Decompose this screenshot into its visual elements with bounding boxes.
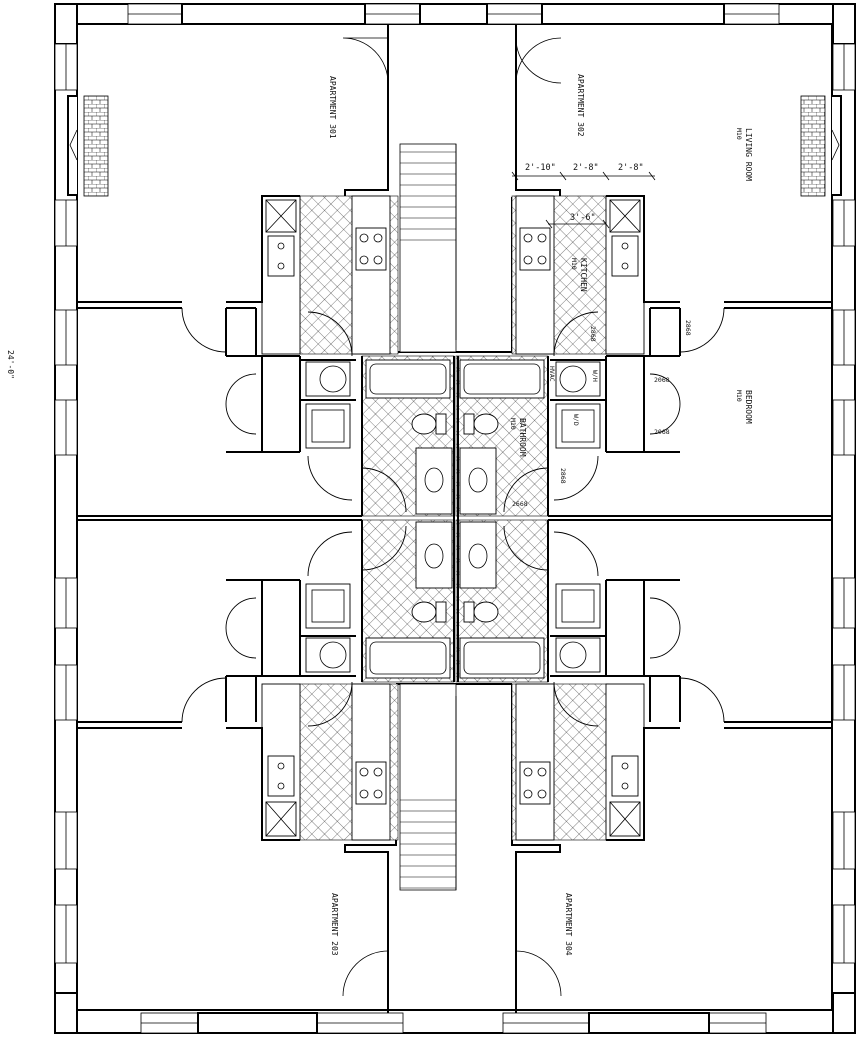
stair-core	[342, 24, 562, 1013]
dimension-seg-b: 2'-8"	[573, 163, 599, 173]
dimension-kitchen-width: 3'-6"	[570, 213, 596, 223]
label-apartment-203: APARTMENT 203	[330, 893, 339, 956]
fireplace-left	[67, 95, 109, 197]
label-apartment-301: APARTMENT 301	[328, 76, 337, 139]
label-bedroom: BEDROOM	[744, 390, 753, 424]
label-bathroom-code: M10	[509, 418, 517, 430]
windows-bottom	[140, 1012, 767, 1034]
dimension-side-note: 24'-0"	[6, 350, 15, 379]
label-bedroom-code: M10	[735, 390, 743, 402]
label-kitchen-code: M10	[570, 258, 578, 270]
windows-top	[127, 3, 780, 25]
fireplace-right	[800, 95, 842, 197]
label-living-room-code: M10	[735, 128, 743, 140]
door-tag-2: 2868	[684, 320, 692, 336]
door-tag-1: 2868	[589, 326, 597, 342]
dimension-line	[511, 171, 656, 229]
label-kitchen: KITCHEN	[579, 258, 588, 292]
bath-fixtures	[305, 359, 601, 679]
door-swings	[181, 307, 725, 727]
door-tag-6: 2668	[512, 500, 528, 508]
windows-sides	[54, 43, 856, 964]
label-apartment-302: APARTMENT 302	[576, 74, 585, 137]
dimension-seg-c: 2'-8"	[618, 163, 644, 173]
label-bathroom: BATHROOM	[518, 418, 527, 457]
label-living-room: LIVING ROOM	[744, 128, 753, 181]
label-water-heater: W/H	[591, 370, 599, 382]
kitchen-counters	[261, 195, 645, 841]
door-tag-4: 2068	[654, 428, 670, 436]
door-tag-3: 2068	[654, 376, 670, 384]
label-washer-dryer: W/D	[572, 414, 580, 426]
door-tag-5: 2868	[559, 468, 567, 484]
label-hvac: HVAC	[548, 366, 556, 382]
label-apartment-304: APARTMENT 304	[564, 893, 573, 956]
dimension-seg-a: 2'-10"	[525, 163, 556, 173]
